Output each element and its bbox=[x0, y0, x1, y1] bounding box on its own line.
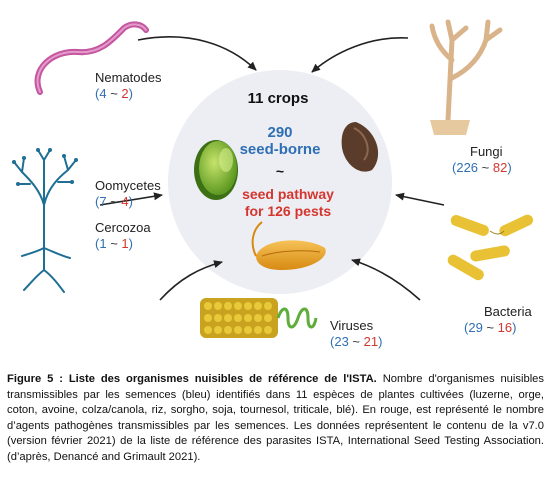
arrow-fungi bbox=[311, 37, 409, 73]
fungi-icon bbox=[429, 19, 503, 123]
count-bacteria: (29 ~ 16) bbox=[464, 320, 517, 335]
crops-count-label: 11 crops bbox=[247, 90, 309, 107]
arrow-bacteria bbox=[351, 258, 421, 301]
seedborne-number: 290 bbox=[267, 124, 293, 141]
count-oomycetes: (7 ~ 4) bbox=[95, 194, 133, 209]
center-tilde: ~ bbox=[275, 163, 285, 179]
count-cercozoa: (1 ~ 1) bbox=[95, 236, 133, 251]
oomycete-spores-icon bbox=[12, 148, 78, 186]
pea-seed-icon bbox=[194, 140, 238, 200]
label-nematodes: Nematodes bbox=[95, 70, 162, 85]
count-viruses: (23 ~ 21) bbox=[330, 334, 383, 349]
seed-pathway-line2: for 126 pests bbox=[244, 203, 332, 219]
seed-pathway-line1: seed pathway bbox=[242, 186, 334, 202]
caption-text: Nombre d'organismes nuisibles transmissi… bbox=[7, 373, 544, 463]
label-oomycetes: Oomycetes bbox=[95, 178, 161, 193]
label-fungi: Fungi bbox=[470, 144, 503, 159]
label-viruses: Viruses bbox=[330, 318, 374, 333]
center-circle bbox=[168, 70, 392, 294]
grain-seed-icon bbox=[251, 221, 326, 270]
figure-caption: Figure 5 : Liste des organismes nuisible… bbox=[7, 372, 544, 466]
dark-seed-icon bbox=[341, 122, 379, 172]
count-fungi: (226 ~ 82) bbox=[452, 160, 512, 175]
arrow-oomycetes bbox=[99, 192, 163, 206]
oomycete-icon bbox=[13, 149, 77, 293]
nematode-icon bbox=[34, 21, 149, 95]
seedborne-total: 290 seed-borne bbox=[225, 124, 335, 158]
arrow-fungi-lower bbox=[395, 192, 445, 206]
seedborne-label: seed-borne bbox=[239, 141, 321, 158]
label-bacteria: Bacteria bbox=[484, 304, 532, 319]
count-nematodes: (4 ~ 2) bbox=[95, 86, 133, 101]
arrow-nematodes bbox=[137, 36, 257, 71]
seed-pathway-total: seed pathway for 126 pests bbox=[225, 186, 351, 220]
caption-title: Figure 5 : Liste des organismes nuisible… bbox=[7, 373, 377, 385]
label-cercozoa: Cercozoa bbox=[95, 220, 151, 235]
fungi-stem bbox=[430, 120, 470, 135]
bacteria-icon bbox=[447, 214, 534, 281]
virus-icon bbox=[200, 298, 318, 338]
diagram-artwork bbox=[12, 19, 534, 338]
seed-borne-pests-diagram: 11 crops 290 seed-borne ~ seed pathway f… bbox=[12, 19, 534, 349]
arrow-viruses bbox=[159, 260, 223, 301]
